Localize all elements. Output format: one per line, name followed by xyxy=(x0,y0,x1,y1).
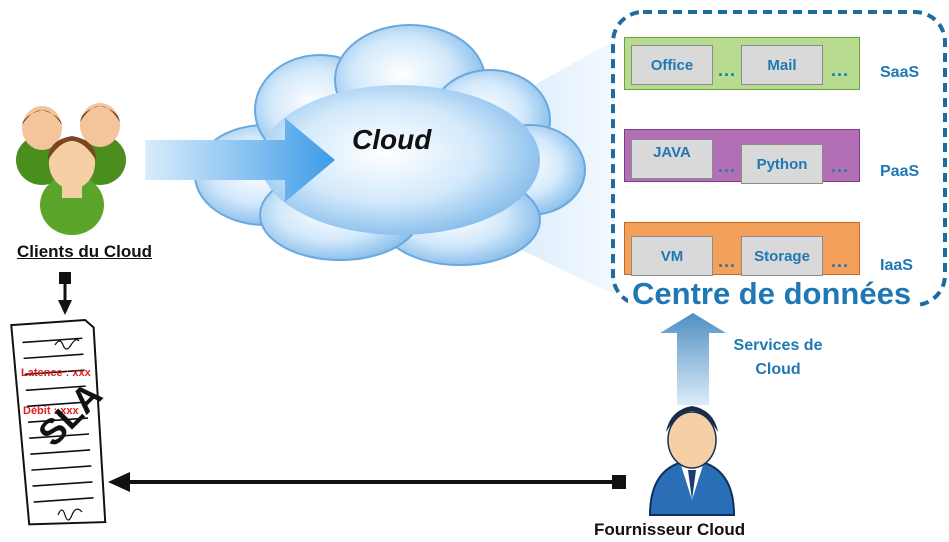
iaas-dots-2: ... xyxy=(831,251,850,271)
clients-people-icon xyxy=(16,103,126,235)
layer-saas-label: SaaS xyxy=(880,64,920,81)
cloud-shape xyxy=(194,24,586,266)
provider-label: Fournisseur Cloud xyxy=(594,520,746,539)
services-label-line2: Cloud xyxy=(755,361,801,378)
layer-paas: JAVA ... Python ... xyxy=(624,129,860,184)
sla-latence-text: Latence : xxx xyxy=(21,367,91,379)
saas-item-office: Office xyxy=(631,45,713,85)
cloud-label: Cloud xyxy=(352,124,432,155)
paas-item-python: Python xyxy=(741,144,823,184)
saas-dots-2: ... xyxy=(831,60,850,80)
services-up-arrow xyxy=(660,313,726,405)
iaas-dots-1: ... xyxy=(718,251,737,271)
iaas-item-vm: VM xyxy=(631,236,713,276)
layer-paas-label: PaaS xyxy=(880,163,920,180)
sla-document xyxy=(10,318,107,526)
saas-item-mail: Mail xyxy=(741,45,823,85)
clients-to-sla-connector xyxy=(58,272,72,315)
iaas-item-storage: Storage xyxy=(741,236,823,276)
saas-dots-1: ... xyxy=(718,60,737,80)
layer-saas: Office ... Mail ... xyxy=(624,37,860,90)
paas-dots-1: ... xyxy=(718,156,737,176)
datacenter-title: Centre de données xyxy=(628,276,916,312)
clients-label: Clients du Cloud xyxy=(17,242,153,261)
clients-to-cloud-arrow xyxy=(145,118,335,202)
provider-person-icon xyxy=(648,406,736,516)
paas-dots-2: ... xyxy=(831,156,850,176)
services-label: Services de Cloud xyxy=(718,334,838,382)
layer-iaas: VM ... Storage ... xyxy=(624,222,860,276)
sla-debit-text: Débit : xxx xyxy=(23,405,79,417)
services-label-line1: Services de xyxy=(733,337,823,354)
paas-item-java: JAVA xyxy=(631,139,713,179)
provider-to-sla-arrow xyxy=(108,472,626,492)
layer-iaas-label: IaaS xyxy=(880,257,913,274)
